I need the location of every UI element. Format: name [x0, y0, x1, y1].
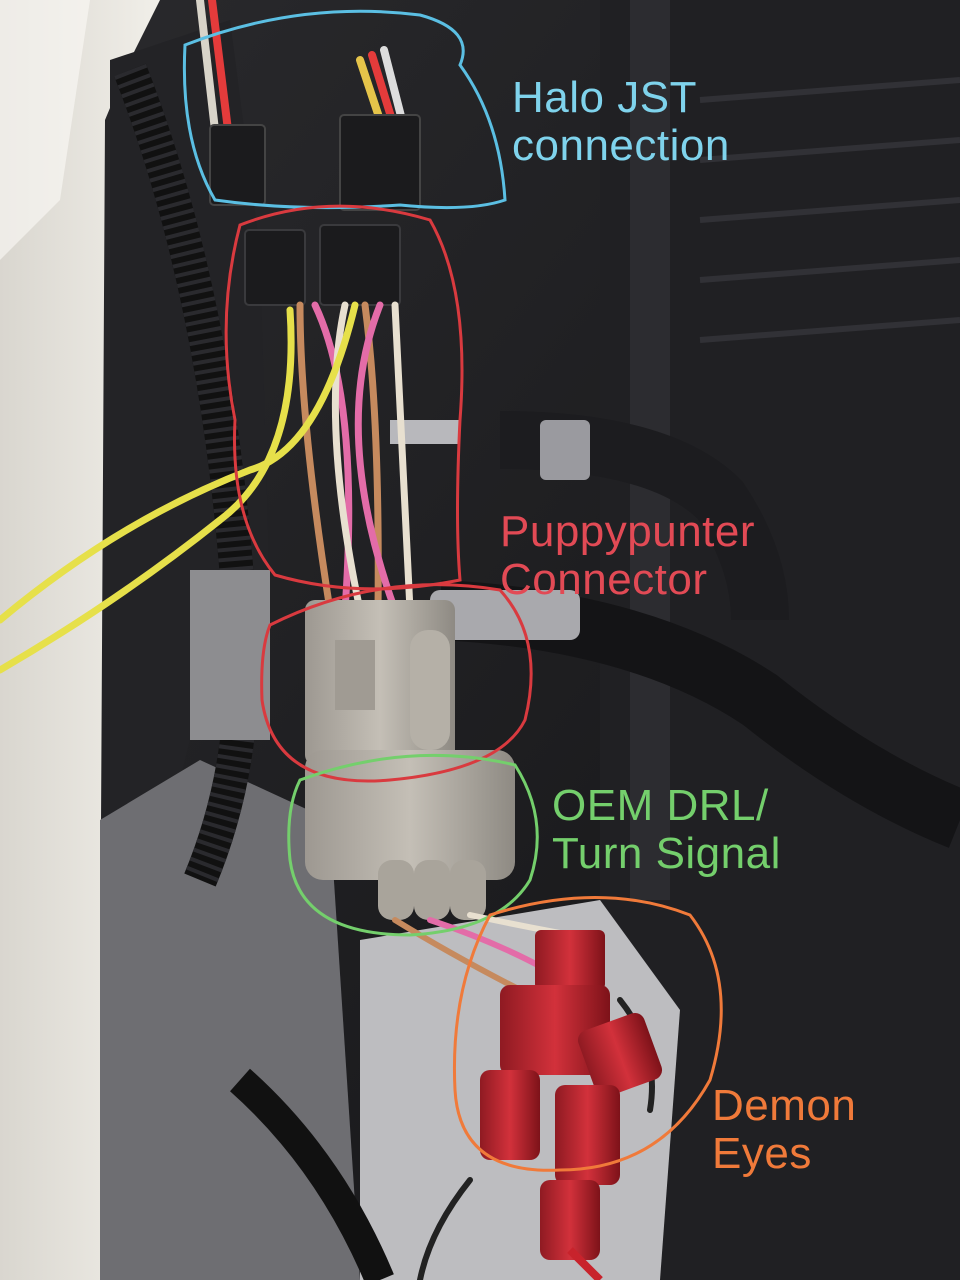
- halo-annotation-circle: [182, 9, 507, 210]
- fan-slats: [699, 77, 960, 343]
- yellow-wires: [0, 301, 359, 674]
- plug-latch: [335, 640, 375, 710]
- puppypunter-label-line2: Connector: [500, 555, 708, 604]
- panel-highlight: [0, 0, 90, 260]
- twisted-wires: [296, 301, 414, 614]
- halo-label-line1: Halo JST: [512, 73, 697, 122]
- headlight-housing: [110, 20, 270, 900]
- demon-label-line2: Eyes: [712, 1129, 812, 1178]
- red-taps: [480, 930, 663, 1260]
- wire-loom-left: [114, 63, 259, 887]
- oem-label-line1: OEM DRL/: [552, 781, 769, 830]
- demon-eyes-label: Demon Eyes: [712, 1082, 856, 1178]
- red-wire: [567, 1247, 603, 1280]
- white-panel: [0, 0, 160, 1280]
- puppypunter-lower-circle: [260, 583, 533, 783]
- halo-jst-label: Halo JST connection: [512, 74, 730, 170]
- puppypunter-label-line1: Puppypunter: [500, 507, 756, 556]
- puppypunter-annotation-circle: [224, 204, 464, 591]
- oem-plug-pins: [378, 860, 486, 920]
- plug-side: [410, 630, 450, 750]
- wire-loom-bottom: [230, 1068, 394, 1280]
- oem-plug-body: [305, 750, 515, 880]
- jst-mate-right: [319, 224, 401, 306]
- oem-drl-label: OEM DRL/ Turn Signal: [552, 782, 781, 878]
- jst-connector-left: [209, 124, 266, 206]
- top-wires: [196, 0, 406, 134]
- jst-mate-left: [244, 229, 306, 306]
- puppypunter-label: Puppypunter Connector: [500, 508, 755, 604]
- demon-label-line1: Demon: [712, 1081, 857, 1130]
- jst-connector-right: [339, 114, 421, 211]
- demon-annotation-circle: [452, 896, 723, 1172]
- grey-bracket: [190, 570, 270, 740]
- oem-label-line2: Turn Signal: [552, 829, 781, 878]
- metal-fitting: [430, 590, 580, 640]
- hose-clamp: [540, 420, 590, 480]
- halo-label-line2: connection: [512, 121, 730, 170]
